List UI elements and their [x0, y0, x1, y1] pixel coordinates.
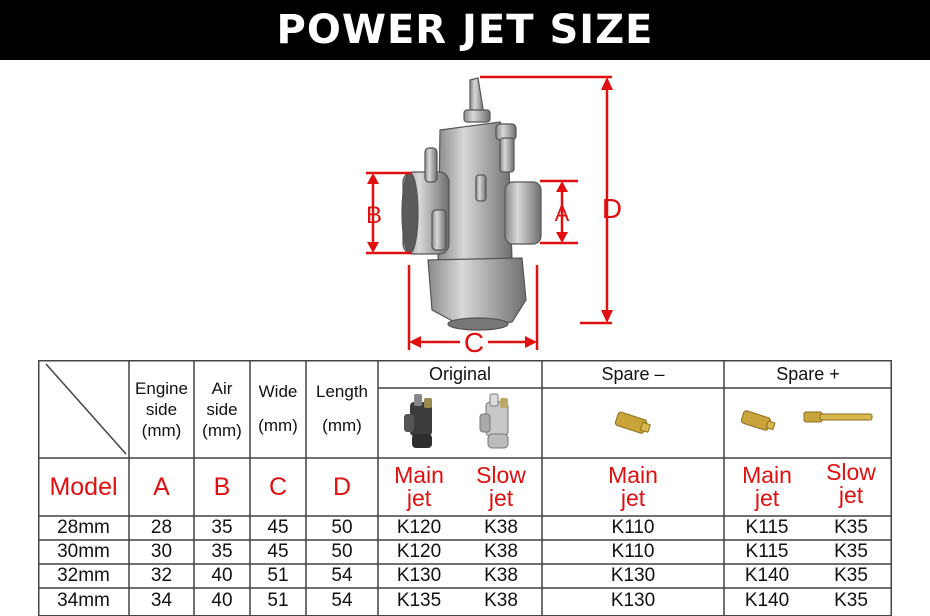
- cell-c: 45: [267, 541, 289, 562]
- cell-spare-plus-slow-jet: K35: [834, 517, 868, 538]
- dimension-label-c: C: [464, 327, 484, 358]
- cell-original-slow-jet: K38: [484, 541, 518, 562]
- header-spare-plus: Spare +: [776, 363, 840, 384]
- label-model: Model: [49, 472, 118, 501]
- cell-model: 30mm: [57, 541, 110, 562]
- cell-original-slow-jet: K38: [484, 565, 518, 586]
- cell-spare-plus-main-jet: K115: [745, 517, 789, 538]
- label-b: B: [213, 472, 231, 501]
- dimension-lines: [366, 75, 612, 350]
- spare-minus-jet-image: [614, 411, 651, 434]
- header-spare-minus: Spare –: [601, 363, 665, 384]
- label-a: A: [153, 472, 170, 501]
- cell-b: 35: [211, 517, 233, 538]
- cell-b: 35: [211, 541, 233, 562]
- cell-c: 45: [267, 517, 289, 538]
- original-carburetor-images: [404, 393, 509, 449]
- cell-spare-minus-main-jet: K130: [610, 565, 656, 586]
- cell-original-main-jet: K130: [396, 565, 442, 586]
- header-wide: Wide(mm): [258, 382, 298, 435]
- cell-d: 50: [331, 517, 353, 538]
- cell-d: 54: [331, 590, 353, 611]
- cell-a: 28: [150, 517, 173, 538]
- dimension-label-d: D: [602, 193, 622, 224]
- carburetor-silver-icon: [479, 393, 509, 449]
- main-jet-icon: [740, 410, 776, 431]
- label-c: C: [268, 472, 288, 501]
- cell-original-slow-jet: K38: [484, 517, 518, 538]
- cell-spare-plus-slow-jet: K35: [834, 541, 868, 562]
- cell-original-main-jet: K120: [396, 541, 442, 562]
- spare-plus-jet-images: [740, 410, 873, 431]
- carburetor-image: [401, 77, 542, 331]
- page-title: POWER JET SIZE: [276, 7, 654, 53]
- cell-spare-plus-main-jet: K140: [744, 590, 790, 611]
- main-jet-icon: [614, 411, 651, 434]
- cell-spare-minus-main-jet: K130: [610, 590, 656, 611]
- cell-spare-plus-slow-jet: K35: [834, 565, 868, 586]
- header-original: Original: [428, 363, 492, 384]
- cell-original-main-jet: K120: [396, 517, 442, 538]
- cell-d: 50: [331, 541, 353, 562]
- cell-a: 30: [150, 541, 173, 562]
- dimension-label-b: B: [366, 202, 382, 229]
- cell-spare-plus-main-jet: K140: [744, 565, 790, 586]
- label-d: D: [332, 472, 352, 501]
- cell-b: 40: [211, 565, 233, 586]
- cell-model: 34mm: [57, 590, 110, 611]
- cell-spare-minus-main-jet: K110: [611, 541, 655, 562]
- title-banner: [0, 0, 930, 60]
- cell-a: 34: [150, 590, 173, 611]
- cell-model: 28mm: [57, 517, 110, 538]
- cell-model: 32mm: [57, 565, 110, 586]
- cell-b: 40: [211, 590, 233, 611]
- cell-original-main-jet: K135: [396, 590, 442, 611]
- cell-spare-minus-main-jet: K110: [611, 517, 655, 538]
- dimension-arrowheads: [367, 77, 613, 348]
- slow-jet-icon: [803, 411, 873, 423]
- cell-spare-plus-slow-jet: K35: [834, 590, 868, 611]
- cell-c: 51: [267, 565, 289, 586]
- cell-original-slow-jet: K38: [484, 590, 518, 611]
- carburetor-black-icon: [404, 394, 432, 448]
- header-length: Length(mm): [316, 382, 368, 435]
- table-grid: [38, 360, 892, 616]
- cell-spare-plus-main-jet: K115: [745, 541, 789, 562]
- cell-a: 32: [150, 565, 173, 586]
- dimension-label-a: A: [555, 201, 570, 226]
- cell-d: 54: [331, 565, 353, 586]
- carburetor-dimension-diagram: A B C D: [366, 75, 622, 358]
- cell-c: 51: [267, 590, 289, 611]
